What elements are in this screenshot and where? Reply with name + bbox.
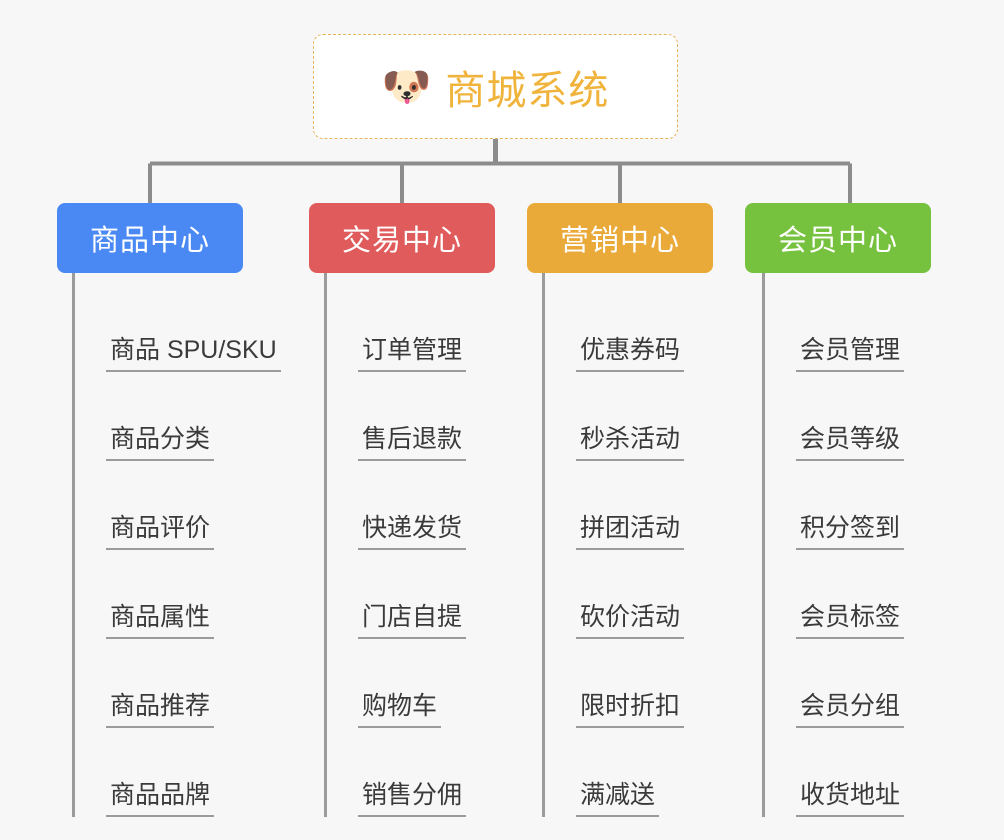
leaf-label: 商品 SPU/SKU [106,336,281,372]
leaf-label: 砍价活动 [576,603,685,639]
leaf-label: 满减送 [576,781,660,817]
list-item[interactable]: 拼团活动 [542,461,737,550]
list-item[interactable]: 快递发货 [324,461,519,550]
list-item[interactable]: 限时折扣 [542,639,737,728]
branch-spine [762,273,765,817]
list-item[interactable]: 优惠券码 [542,283,737,372]
leaf-label: 优惠券码 [576,336,685,372]
leaf-label: 商品属性 [106,603,215,639]
leaf-label: 会员管理 [796,336,905,372]
leaf-label: 会员标签 [796,603,905,639]
leaf-label: 秒杀活动 [576,425,685,461]
leaf-label: 商品推荐 [106,692,215,728]
branch-spine [542,273,545,817]
leaf-label: 购物车 [358,692,442,728]
leaf-label: 积分签到 [796,514,905,550]
leaf-label: 拼团活动 [576,514,685,550]
branch-header-label: 交易中心 [341,225,462,257]
list-item[interactable]: 商品 SPU/SKU [72,283,287,372]
leaf-label: 商品分类 [106,425,215,461]
leaf-label: 会员分组 [796,692,905,728]
branch-item-list-product: 商品 SPU/SKU 商品分类 商品评价 商品属性 商品推荐 商品品牌 [72,273,287,817]
list-item[interactable]: 商品属性 [72,550,287,639]
list-item[interactable]: 商品推荐 [72,639,287,728]
root-node[interactable]: 🐶 商城系统 [313,34,678,139]
list-item[interactable]: 砍价活动 [542,550,737,639]
list-item[interactable]: 销售分佣 [324,728,519,817]
leaf-label: 会员等级 [796,425,905,461]
shiba-dog-face-icon: 🐶 [381,64,432,109]
leaf-label: 商品评价 [106,514,215,550]
list-item[interactable]: 商品分类 [72,372,287,461]
branch-header-label: 营销中心 [559,225,680,257]
branch-item-list-marketing: 优惠券码 秒杀活动 拼团活动 砍价活动 限时折扣 满减送 [542,273,737,817]
branch-header-trade[interactable]: 交易中心 [309,203,495,273]
branch-item-list-trade: 订单管理 售后退款 快递发货 门店自提 购物车 销售分佣 [324,273,519,817]
list-item[interactable]: 会员标签 [762,550,955,639]
leaf-label: 限时折扣 [576,692,685,728]
list-item[interactable]: 秒杀活动 [542,372,737,461]
branch-spine [324,273,327,817]
list-item[interactable]: 积分签到 [762,461,955,550]
list-item[interactable]: 商品评价 [72,461,287,550]
branch-header-product[interactable]: 商品中心 [57,203,243,273]
branch-column-marketing: 营销中心 优惠券码 秒杀活动 拼团活动 砍价活动 限时折扣 满减送 [527,203,737,817]
leaf-label: 销售分佣 [358,781,467,817]
leaf-label: 快递发货 [358,514,467,550]
list-item[interactable]: 会员等级 [762,372,955,461]
root-title: 商城系统 [445,68,610,113]
list-item[interactable]: 收货地址 [762,728,955,817]
branch-spine [72,273,75,817]
list-item[interactable]: 商品品牌 [72,728,287,817]
branch-header-label: 会员中心 [777,225,898,257]
branch-column-product: 商品中心 商品 SPU/SKU 商品分类 商品评价 商品属性 商品推荐 商品品牌 [57,203,287,817]
branch-header-marketing[interactable]: 营销中心 [527,203,713,273]
leaf-label: 收货地址 [796,781,905,817]
list-item[interactable]: 售后退款 [324,372,519,461]
leaf-label: 商品品牌 [106,781,215,817]
branch-column-trade: 交易中心 订单管理 售后退款 快递发货 门店自提 购物车 销售分佣 [309,203,519,817]
list-item[interactable]: 会员分组 [762,639,955,728]
branch-header-label: 商品中心 [89,225,210,257]
list-item[interactable]: 订单管理 [324,283,519,372]
branch-header-member[interactable]: 会员中心 [745,203,931,273]
leaf-label: 售后退款 [358,425,467,461]
list-item[interactable]: 满减送 [542,728,737,817]
leaf-label: 订单管理 [358,336,467,372]
branch-item-list-member: 会员管理 会员等级 积分签到 会员标签 会员分组 收货地址 [762,273,955,817]
branch-column-member: 会员中心 会员管理 会员等级 积分签到 会员标签 会员分组 收货地址 [745,203,955,817]
list-item[interactable]: 购物车 [324,639,519,728]
leaf-label: 门店自提 [358,603,467,639]
list-item[interactable]: 门店自提 [324,550,519,639]
list-item[interactable]: 会员管理 [762,283,955,372]
